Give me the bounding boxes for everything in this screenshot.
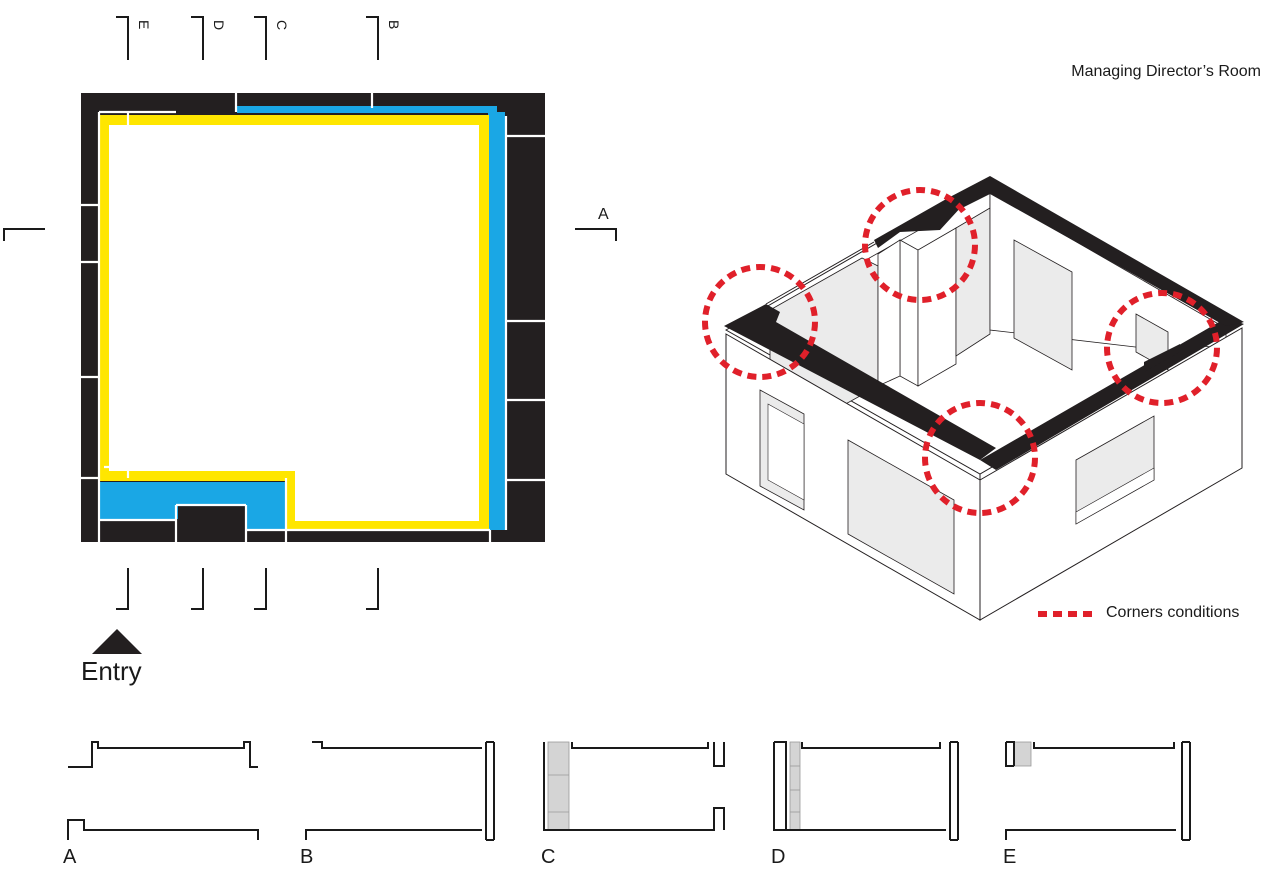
section-marker-b: B [386, 20, 402, 29]
section-cuts-bottom [116, 568, 379, 610]
section-bracket-icon [116, 16, 129, 60]
dashed-circle-icon [1104, 290, 1220, 406]
axo-column-front [899, 239, 919, 387]
axo-wall-top-back-left [874, 198, 962, 248]
page-title: Managing Director’s Room [1071, 63, 1261, 80]
floor-plan: E D C B A [3, 16, 617, 654]
section-c-drawing [543, 741, 725, 831]
section-label-a: A [63, 846, 77, 868]
axo-window-front-right-sill [1075, 467, 1155, 525]
section-bracket-icon [575, 228, 617, 241]
axo-wall-top-back [948, 176, 990, 208]
section-label-c: C [541, 846, 556, 868]
axo-corner-notch-right [1144, 344, 1180, 372]
triangle-up-icon [92, 629, 142, 654]
plan-storage-top [237, 106, 497, 113]
axo-column-side [917, 227, 957, 387]
section-b-drawing [305, 741, 495, 841]
section-marker-e: E [136, 20, 152, 29]
plan-bottom-block [178, 505, 245, 541]
axo-door-back [1013, 239, 1073, 371]
section-bracket-icon [254, 16, 267, 60]
section-label-e: E [1003, 846, 1017, 868]
axo-wall-top-left [724, 304, 996, 460]
section-bracket-icon [116, 568, 129, 610]
section-bracket-icon [191, 16, 204, 60]
plan-yellow-lining [99, 115, 489, 531]
section-bracket-icon [254, 568, 267, 610]
axo-door-left-inner [767, 403, 805, 501]
axo-wall-top-back-right [990, 176, 1244, 326]
sections-row [67, 741, 1191, 841]
axo-thin-back-edge [765, 241, 875, 305]
section-marker-d: D [211, 20, 227, 30]
axo-right-interior-wall [955, 207, 991, 357]
axonometric-view [702, 176, 1244, 621]
dashed-circle-icon [862, 187, 978, 303]
section-e-drawing [1005, 741, 1191, 841]
dashed-circle-icon [922, 400, 1038, 516]
section-cut-a [3, 228, 617, 241]
axo-wall-top-right [980, 318, 1244, 470]
section-bracket-icon [3, 228, 45, 241]
plan-wall-joints [81, 93, 545, 542]
section-a-drawing [67, 741, 259, 840]
section-label-b: B [300, 846, 314, 868]
section-d-drawing [773, 741, 959, 841]
legend-label: Corners conditions [1106, 604, 1240, 621]
section-bracket-icon [191, 568, 204, 610]
entry-label: Entry [81, 656, 142, 686]
plan-room-interior [104, 120, 484, 472]
plan-storage-right [488, 112, 505, 530]
dashed-circle-icon [702, 264, 818, 380]
section-label-d: D [771, 846, 786, 868]
plan-room-notch [290, 472, 484, 522]
section-cuts-top [116, 16, 379, 60]
section-bracket-icon [366, 16, 379, 60]
plan-storage-bottom-mid [246, 482, 286, 530]
section-marker-a: A [598, 206, 609, 223]
section-bracket-icon [366, 568, 379, 610]
axo-window-front-left [847, 439, 955, 595]
axo-column-left [877, 239, 901, 387]
plan-yellow-inner-line [109, 125, 479, 521]
section-marker-c: C [274, 20, 290, 30]
